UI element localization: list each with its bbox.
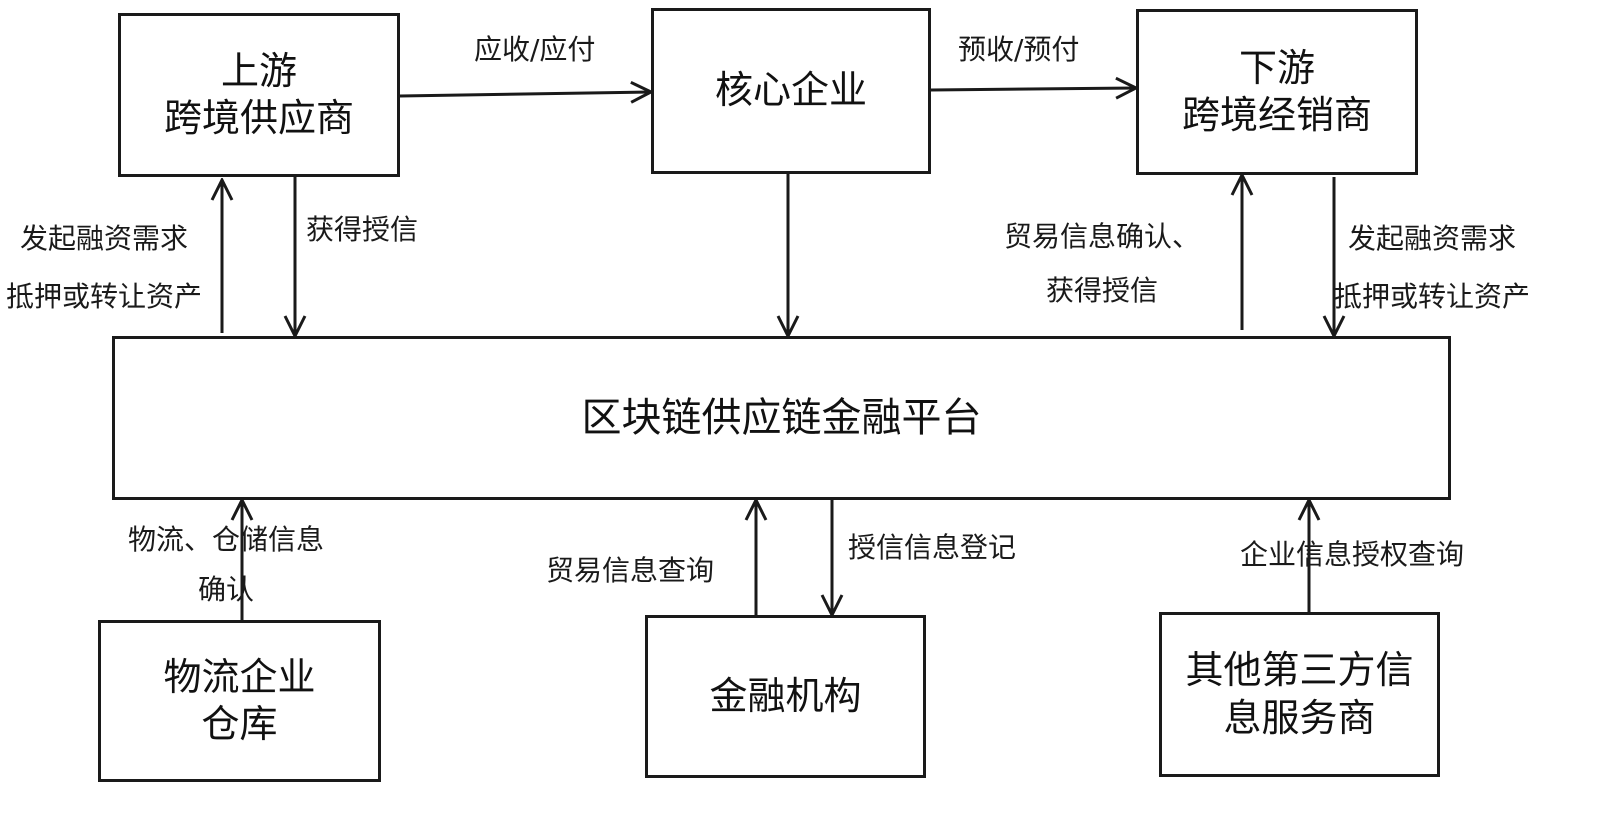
label-downstream-request-line2: 抵押或转让资产 — [1334, 280, 1531, 313]
third-party-node-line1: 其他第三方信 — [1185, 648, 1414, 692]
upstream-supplier-node: 上游 跨境供应商 — [118, 13, 400, 177]
label-third-party-query: 企业信息授权查询 — [1240, 537, 1464, 572]
label-upstream-request-line1: 发起融资需求 — [20, 222, 189, 255]
label-core-to-downstream-text: 预收/预付 — [958, 33, 1080, 66]
label-third-party-query-text: 企业信息授权查询 — [1240, 538, 1465, 571]
logistics-node-line2: 仓库 — [201, 702, 278, 746]
label-logistics-confirm: 物流、仓储信息 确认 — [128, 515, 324, 615]
logistics-node-line1: 物流企业 — [163, 654, 316, 699]
label-finance-register: 授信信息登记 — [848, 530, 1016, 565]
label-finance-query-text: 贸易信息查询 — [546, 554, 715, 587]
label-upstream-credit: 获得授信 — [306, 212, 418, 247]
core-enterprise-node: 核心企业 — [651, 8, 931, 174]
label-finance-register-text: 授信信息登记 — [848, 531, 1017, 564]
label-downstream-confirm-line1: 贸易信息确认、 — [1004, 220, 1201, 253]
downstream-distributor-node: 下游 跨境经销商 — [1136, 9, 1418, 175]
label-upstream-request: 发起融资需求 抵押或转让资产 — [6, 210, 202, 326]
label-downstream-request-line1: 发起融资需求 — [1348, 222, 1517, 255]
arrow-core-to-downstream — [930, 88, 1136, 90]
label-upstream-to-core-text: 应收/应付 — [474, 33, 596, 66]
label-downstream-confirm: 贸易信息确认、 获得授信 — [1004, 210, 1200, 318]
label-core-to-downstream: 预收/预付 — [958, 32, 1079, 67]
financial-institution-node: 金融机构 — [645, 615, 926, 778]
upstream-node-line1: 上游 — [220, 48, 297, 93]
third-party-service-node: 其他第三方信 息服务商 — [1159, 612, 1440, 777]
platform-node-label: 区块链供应链金融平台 — [581, 395, 982, 441]
label-logistics-confirm-line1: 物流、仓储信息 — [128, 523, 325, 556]
downstream-node-line1: 下游 — [1238, 45, 1315, 90]
third-party-node-line2: 息服务商 — [1223, 695, 1376, 740]
blockchain-platform-node: 区块链供应链金融平台 — [112, 336, 1451, 500]
label-finance-query: 贸易信息查询 — [546, 553, 714, 588]
arrow-upstream-to-core — [399, 92, 651, 96]
label-upstream-to-core: 应收/应付 — [474, 32, 595, 67]
label-upstream-request-line2: 抵押或转让资产 — [6, 280, 203, 313]
label-downstream-request: 发起融资需求 抵押或转让资产 — [1334, 210, 1530, 326]
logistics-warehouse-node: 物流企业 仓库 — [98, 620, 381, 782]
upstream-node-line2: 跨境供应商 — [163, 96, 354, 140]
finance-node-label: 金融机构 — [709, 673, 862, 718]
label-downstream-confirm-line2: 获得授信 — [1046, 274, 1159, 307]
downstream-node-line2: 跨境经销商 — [1181, 93, 1372, 137]
label-logistics-confirm-line2: 确认 — [198, 573, 255, 606]
label-upstream-credit-text: 获得授信 — [306, 213, 419, 246]
core-node-label: 核心企业 — [714, 68, 867, 113]
